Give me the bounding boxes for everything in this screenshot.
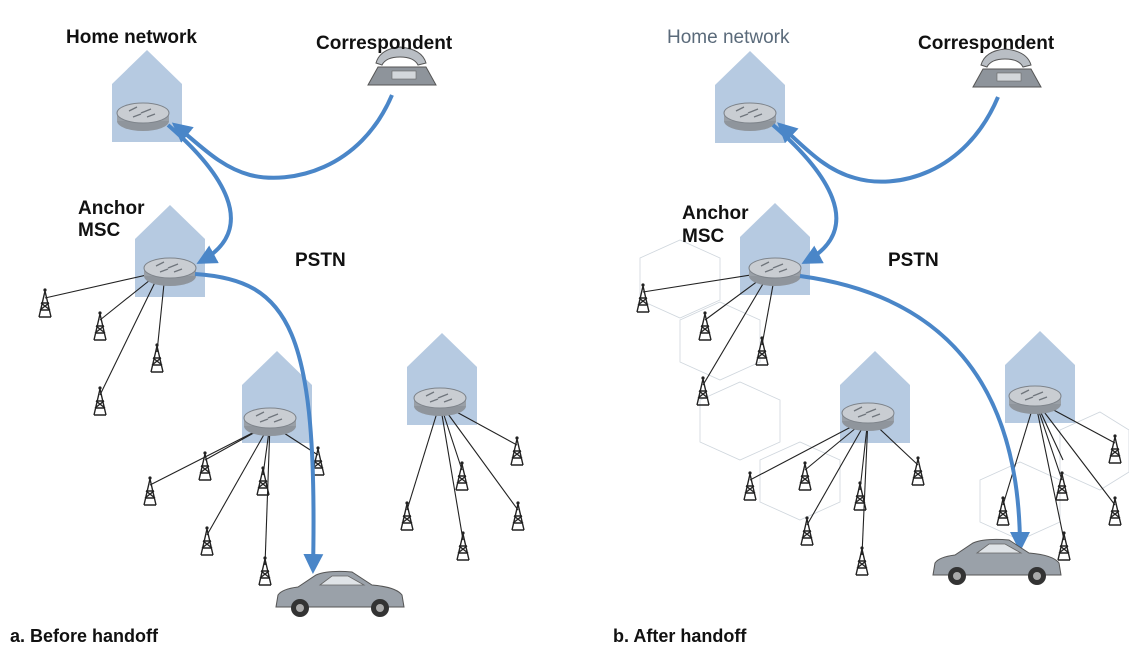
cell-tower-icon (1108, 495, 1122, 526)
cell-tower-icon (636, 282, 650, 313)
panel-a (38, 46, 525, 618)
cell-tower-icon (38, 287, 52, 318)
cell-tower-icon (755, 335, 769, 366)
cell-tower-icon (455, 460, 469, 491)
correspondent-label: Correspondent (918, 33, 1055, 54)
cell-tower-icon (510, 435, 524, 466)
call-path-a (166, 94, 394, 574)
cell-tower-icon (150, 342, 164, 373)
anchor-msc-label-line2: MSC (78, 220, 121, 241)
home-router-icon (723, 102, 777, 132)
pstn-label: PSTN (888, 250, 939, 271)
cell-tower-icon (511, 500, 525, 531)
other-router-icon (413, 387, 467, 417)
anchor-router-icon (143, 257, 197, 287)
anchor-msc-label-line1: Anchor (682, 203, 749, 224)
cell-tower-icon (798, 460, 812, 491)
home-router-icon (116, 102, 170, 132)
cell-tower-icon (1055, 470, 1069, 501)
cell-tower-icon (456, 530, 470, 561)
home-network-label: Home network (667, 27, 790, 48)
cell-tower-icon (743, 470, 757, 501)
cell-tower-icon (855, 545, 869, 576)
cell-tower-icon (1108, 433, 1122, 464)
visited-msc-links (149, 423, 319, 566)
anchor-msc-label-line2: MSC (682, 226, 725, 247)
cell-tower-icon (1057, 530, 1071, 561)
car-icon (275, 570, 405, 618)
home-network-label: Home network (66, 27, 197, 48)
cell-tower-icon (800, 515, 814, 546)
cell-tower-icon (93, 385, 107, 416)
pstn-label: PSTN (295, 250, 346, 271)
correspondent-label: Correspondent (316, 33, 453, 54)
old-visited-msc-links (749, 417, 919, 556)
cell-tower-icon (696, 375, 710, 406)
car-icon (932, 538, 1062, 586)
cell-tower-icon (400, 500, 414, 531)
cell-tower-icon (143, 475, 157, 506)
cell-tower-icon (93, 310, 107, 341)
cell-tower-icon (996, 495, 1010, 526)
anchor-msc-label-line1: Anchor (78, 198, 145, 219)
panel-b (636, 48, 1129, 586)
anchor-router-icon (748, 257, 802, 287)
old-visited-router-icon (841, 402, 895, 432)
new-visited-msc-links (1002, 399, 1116, 541)
cell-tower-icon (200, 525, 214, 556)
cell-tower-icon (198, 450, 212, 481)
call-path-b (771, 96, 1030, 552)
visited-router-icon (243, 407, 297, 437)
caption-after-handoff: b. After handoff (613, 626, 747, 646)
caption-before-handoff: a. Before handoff (10, 626, 159, 646)
new-visited-router-icon (1008, 385, 1062, 415)
cell-tower-icon (258, 555, 272, 586)
cell-tower-icon (698, 310, 712, 341)
